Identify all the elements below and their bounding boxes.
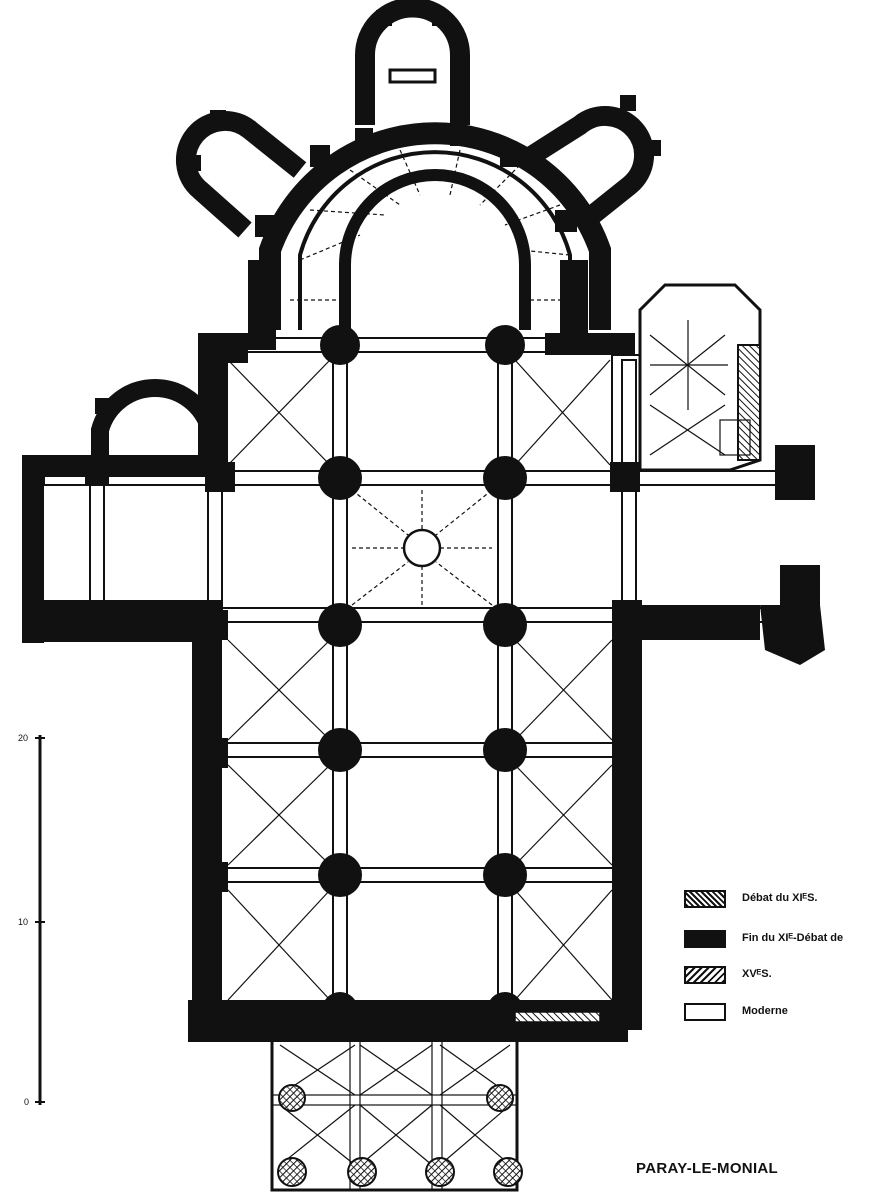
vault-ribs [227,359,613,1001]
apse [91,0,661,470]
legend-swatch-early-xi [684,890,726,908]
plan-caption: PARAY-LE-MONIAL [636,1160,779,1177]
arches [43,337,781,1006]
scale-label-20: 20 [18,733,29,743]
legend-label-late-xi: Fin du XIᴱ-Débat de [742,932,844,944]
scale-bar [35,735,45,1105]
narthex [270,1011,601,1192]
legend-swatch-modern [684,1003,726,1021]
legend-swatch-xv [684,966,726,984]
scale-label-0: 0 [24,1097,30,1107]
crossing-dome [351,489,493,606]
piers [80,325,642,1028]
legend-label-xv: XVᴱS. [742,968,772,980]
scale-label-10: 10 [18,917,29,927]
chapel-xv [611,283,762,472]
legend-swatch-late-xi [684,930,726,948]
legend-label-early-xi: Débat du XIᴱS. [742,892,818,904]
outer-walls [22,260,825,1042]
legend-label-modern: Moderne [742,1005,788,1017]
